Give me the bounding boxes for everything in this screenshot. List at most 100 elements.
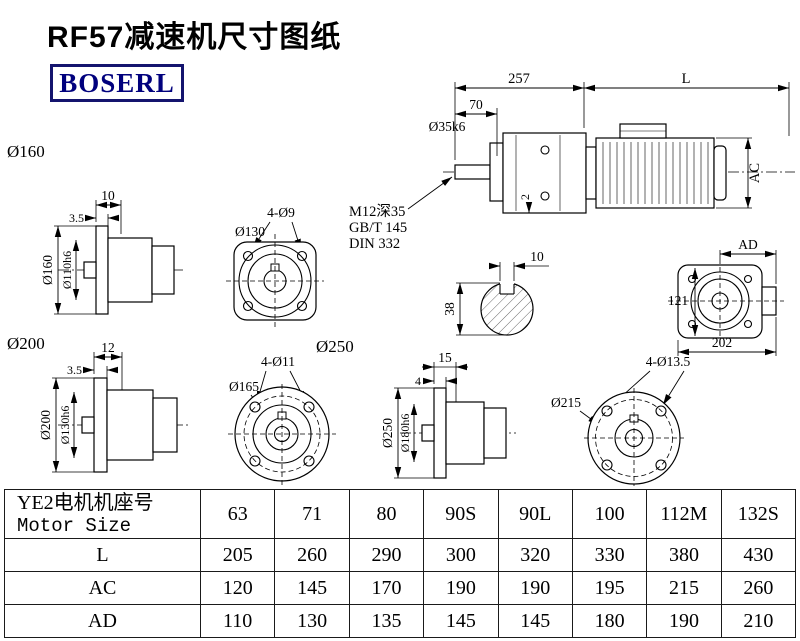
value-cell: 290 [348, 538, 425, 572]
table-row-AC: AC 120 145 170 190 190 195 215 260 [4, 571, 797, 605]
section-label-250: Ø250 [316, 337, 354, 356]
page-title: RF57减速机尺寸图纸 [47, 21, 342, 54]
boserl-logo-text: BOSERL [59, 67, 175, 98]
note-tap-hole: M12深35 [349, 203, 405, 220]
bolt-hole [655, 459, 667, 471]
gearbox-body [502, 132, 587, 214]
gear-housing [106, 389, 154, 461]
table-header-row: YE2电机机座号 Motor Size 63 71 80 90S 90L 100… [4, 489, 797, 539]
table-row-L: L 205 260 290 300 320 330 380 430 [4, 538, 797, 572]
motor-rear-view: AD 121 202 [668, 237, 784, 356]
bolt-hole [296, 300, 308, 312]
bolt-hole [601, 459, 613, 471]
dim-10: 10 [101, 188, 115, 203]
bolt-hole [296, 250, 308, 262]
value-cell: 190 [423, 571, 499, 605]
value-cell: 170 [348, 571, 425, 605]
flange215-face-view: 4-Ø13.5 Ø215 [551, 354, 691, 486]
dim-d200: Ø200 [38, 410, 53, 440]
flange200-side-view: Ø200 Ø200 Ø130h6 12 3.5 [7, 334, 190, 473]
boserl-logo: BOSERL [50, 64, 184, 102]
row-label-AD: AD [4, 604, 201, 638]
bolt-hole [249, 401, 261, 413]
table-row-AD: AD 110 130 135 145 145 180 190 210 [4, 604, 797, 638]
bolt-hole [242, 300, 254, 312]
motor-body [595, 137, 715, 209]
dim-d130h6: Ø130h6 [58, 406, 72, 445]
value-cell: 330 [571, 538, 648, 572]
dim-AD: AD [738, 237, 758, 252]
dim-L: L [682, 71, 691, 87]
dim-202: 202 [712, 335, 732, 350]
shaft-stub [81, 416, 95, 434]
row-label-L: L [4, 538, 201, 572]
motor-adapter [585, 146, 597, 200]
dim-15: 15 [438, 350, 452, 365]
note-din-standard: DIN 332 [349, 236, 400, 252]
motor-size-cell: 100 [571, 489, 648, 539]
motor-size-header-en: Motor Size [17, 514, 132, 537]
flange-plate [433, 387, 447, 479]
holes-4d13-label: 4-Ø13.5 [646, 354, 691, 369]
dim-d110: Ø110h6 [60, 251, 74, 289]
bolt-hole [242, 250, 254, 262]
dim-d160: Ø160 [40, 255, 55, 285]
flange-plate [93, 377, 108, 473]
gear-housing [107, 237, 153, 303]
dim-d215: Ø215 [551, 395, 581, 410]
dim-keyway-10: 10 [530, 249, 544, 264]
dim-3-5: 3.5 [69, 211, 84, 225]
value-cell: 145 [274, 571, 350, 605]
dim-4: 4 [415, 374, 421, 388]
dim-d250: Ø250 [380, 418, 395, 448]
motor-size-cell: 90L [497, 489, 573, 539]
bolt-hole [655, 405, 667, 417]
shaft-diameter-label: Ø35k6 [429, 119, 466, 134]
note-gb-standard: GB/T 145 [349, 220, 407, 236]
value-cell: 180 [571, 604, 648, 638]
dimension-table: YE2电机机座号 Motor Size 63 71 80 90S 90L 100… [4, 489, 797, 638]
value-cell: 145 [497, 604, 573, 638]
dim-2: 2 [518, 194, 532, 200]
value-cell: 430 [720, 538, 797, 572]
dim-38: 38 [442, 302, 457, 316]
value-cell: 300 [423, 538, 499, 572]
holes-4d9-label: 4-Ø9 [267, 205, 295, 220]
flange160-side-view: Ø160 Ø160 Ø110h6 10 3.5 [7, 142, 186, 315]
motor-fins [602, 142, 709, 204]
value-cell: 120 [199, 571, 276, 605]
motor-size-cell: 80 [348, 489, 425, 539]
motor-size-cell: 90S [423, 489, 499, 539]
output-shaft [454, 164, 491, 180]
section-label-200: Ø200 [7, 334, 45, 353]
motor-size-cell: 71 [274, 489, 350, 539]
gear-housing [445, 401, 485, 465]
motor-size-header-cn: YE2电机机座号 [17, 491, 154, 514]
dim-3-5: 3.5 [67, 363, 82, 377]
bolt-hole [303, 455, 315, 467]
value-cell: 260 [720, 571, 797, 605]
shaft-stub [421, 424, 435, 442]
motor-size-cell: 132S [720, 489, 797, 539]
dim-70: 70 [469, 97, 483, 112]
value-cell: 320 [497, 538, 573, 572]
bolt-hole [249, 455, 261, 467]
dim-d165: Ø165 [229, 379, 259, 394]
shaft-stub [83, 261, 97, 279]
bolt-hole [303, 401, 315, 413]
motor-size-cell: 112M [646, 489, 722, 539]
gearbox-flange [489, 142, 504, 202]
shaft-cross-section: 38 10 [442, 249, 549, 336]
dim-121: 121 [668, 293, 688, 308]
motor-size-cell: 63 [199, 489, 276, 539]
value-cell: 205 [199, 538, 276, 572]
flange130-face-view: 4-Ø9 Ø130 [226, 205, 324, 328]
bolt-hole [601, 405, 613, 417]
dim-d130: Ø130 [235, 224, 265, 239]
value-cell: 215 [646, 571, 722, 605]
fan-cover [713, 145, 727, 201]
value-cell: 110 [199, 604, 276, 638]
value-cell: 260 [274, 538, 350, 572]
technical-drawing: 257 L 70 Ø35k6 AC 2 M12深35 GB/T 145 DIN … [7, 71, 795, 486]
